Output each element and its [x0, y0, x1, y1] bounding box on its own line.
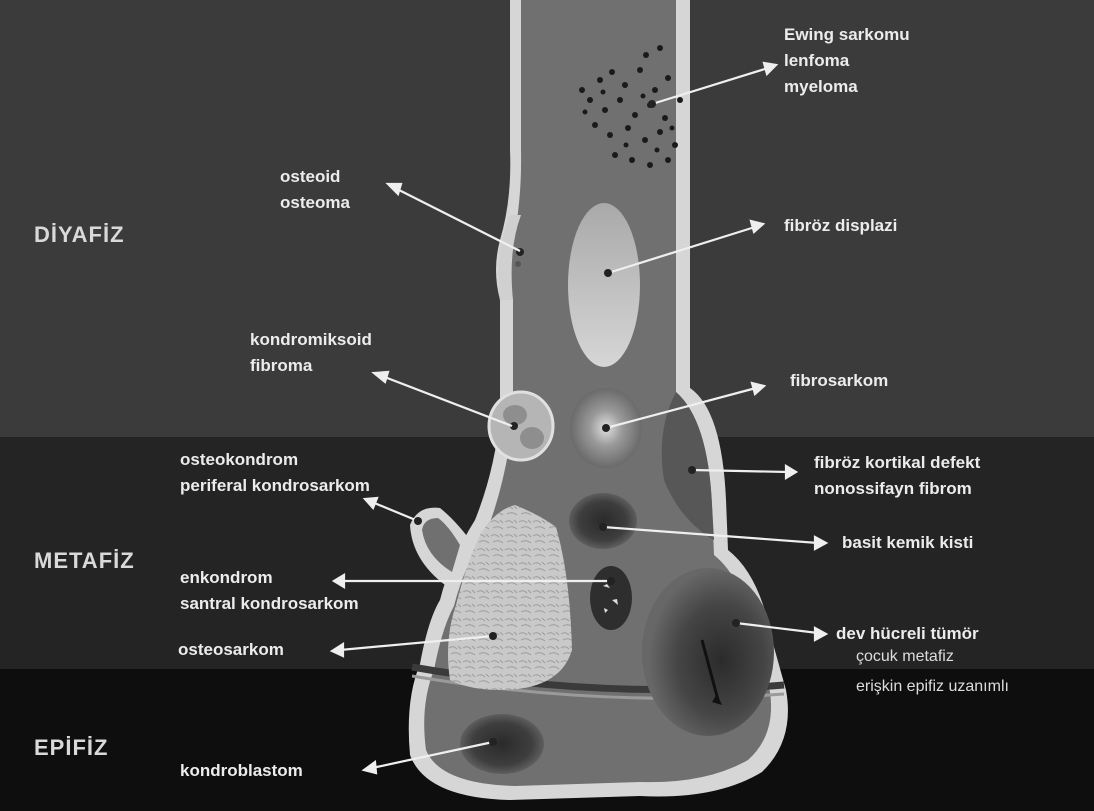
chondroblastoma-lesion [460, 714, 544, 774]
label-osteoid-osteoma: osteoid osteoma [280, 164, 350, 216]
label-chondroblastoma: kondroblastom [180, 758, 303, 784]
giant-cell-tumor-lesion [642, 568, 774, 736]
label-fibrous-dysplasia: fibröz displazi [784, 213, 897, 239]
label-giant-cell-tumor: dev hücreli tümör [836, 621, 979, 647]
label-osteochondroma: osteokondrom periferal kondrosarkom [180, 447, 370, 499]
label-fibrosarcoma: fibrosarkom [790, 368, 888, 394]
zone-label-diaphysis: DİYAFİZ [34, 222, 125, 248]
enchondroma-lesion [590, 566, 632, 630]
label-enchondroma: enkondrom santral kondrosarkom [180, 565, 359, 617]
simple-bone-cyst-lesion [569, 493, 637, 549]
zone-label-metaphysis: METAFİZ [34, 548, 135, 574]
chondromyxoid-fibroma-lesion [489, 392, 553, 460]
label-chondromyxoid-fibroma: kondromiksoid fibroma [250, 327, 372, 379]
label-fibrous-cortical-defect: fibröz kortikal defekt nonossifayn fibro… [814, 450, 980, 502]
fibrous-dysplasia-lesion [568, 203, 640, 367]
label-giant-cell-note: çocuk metafiz erişkin epifiz uzanımlı [856, 645, 1009, 699]
label-osteosarcoma: osteosarkom [178, 637, 284, 663]
osteosarcoma-lesion [448, 505, 572, 690]
label-ewing: Ewing sarkomu lenfoma myeloma [784, 22, 910, 100]
label-simple-bone-cyst: basit kemik kisti [842, 530, 973, 556]
zone-label-epiphysis: EPİFİZ [34, 735, 108, 761]
